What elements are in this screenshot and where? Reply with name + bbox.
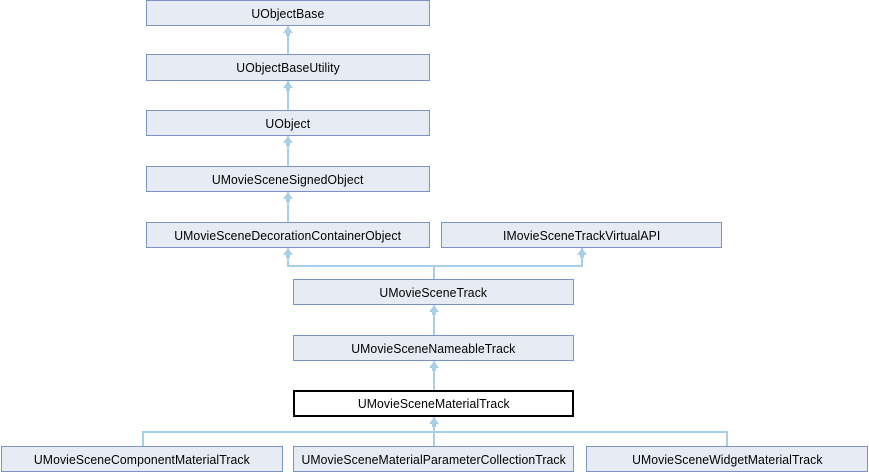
- class-node-label: IMovieSceneTrackVirtualAPI: [502, 227, 661, 243]
- class-node-umoviescenematerialtrack-current[interactable]: UMovieSceneMaterialTrack: [293, 390, 574, 417]
- edge-nameabletrack-to-track: [433, 305, 435, 335]
- arrowhead-track: [429, 305, 439, 312]
- edge-track-crossbar: [287, 265, 583, 267]
- edge-track-drop: [433, 265, 435, 279]
- class-node-umoviescenecomponentmaterialtrack[interactable]: UMovieSceneComponentMaterialTrack: [1, 446, 283, 472]
- edge-decorationcontainer-to-signedobject: [287, 192, 289, 222]
- class-node-label: UMovieSceneWidgetMaterialTrack: [631, 451, 823, 467]
- class-node-label: UObject: [265, 115, 311, 131]
- edge-track-riser-right: [581, 248, 583, 266]
- arrowhead-nameabletrack: [429, 361, 439, 368]
- class-node-label: UObjectBaseUtility: [236, 60, 340, 75]
- class-node-uobjectbase[interactable]: UObjectBase: [146, 0, 430, 26]
- edge-track-riser-left: [287, 248, 289, 266]
- arrowstem-signedobject: [286, 198, 290, 202]
- arrowstem-track: [432, 311, 436, 315]
- class-node-label: UMovieSceneMaterialParameterCollectionTr…: [301, 451, 566, 467]
- edge-uobjectbaseutility-to-uobjectbase: [287, 26, 289, 54]
- class-node-label: UMovieSceneNameableTrack: [351, 340, 516, 356]
- class-node-label: UMovieSceneTrack: [379, 284, 488, 300]
- class-node-imoviescenetrackvirtualapi[interactable]: IMovieSceneTrackVirtualAPI: [441, 222, 722, 248]
- edge-materialtrack-to-nameabletrack: [433, 361, 435, 390]
- edge-signedobject-to-uobject: [287, 136, 289, 166]
- class-node-umoviescenetrack[interactable]: UMovieSceneTrack: [293, 279, 574, 305]
- edge-subclass-drop-right: [726, 431, 728, 446]
- arrowstem-uobjectbase: [286, 32, 290, 36]
- class-node-umoviescenematerialparametercollectiontrack[interactable]: UMovieSceneMaterialParameterCollectionTr…: [293, 446, 574, 472]
- edge-uobject-to-uobjectbaseutility: [287, 81, 289, 110]
- arrowhead-signedobject: [283, 192, 293, 199]
- class-node-umoviescenewidgetmaterialtrack[interactable]: UMovieSceneWidgetMaterialTrack: [586, 446, 868, 472]
- class-node-label: UMovieSceneComponentMaterialTrack: [34, 451, 250, 467]
- class-node-uobjectbaseutility[interactable]: UObjectBaseUtility: [146, 54, 430, 81]
- class-node-label: UObjectBase: [251, 5, 325, 21]
- arrowhead-uobject: [283, 136, 293, 143]
- arrowhead-uobjectbaseutility: [283, 81, 293, 88]
- edge-subclass-drop-left: [142, 431, 144, 446]
- arrowstem-uobjectbaseutility: [286, 87, 290, 91]
- class-node-umoviescenedecorationcontainerobject[interactable]: UMovieSceneDecorationContainerObject: [146, 222, 430, 248]
- arrowhead-uobjectbase: [283, 26, 293, 33]
- class-node-label: UMovieSceneMaterialTrack: [357, 396, 510, 411]
- class-node-umoviescenesignedobject[interactable]: UMovieSceneSignedObject: [146, 166, 430, 192]
- class-node-uobject[interactable]: UObject: [146, 110, 430, 136]
- class-node-label: UMovieSceneSignedObject: [212, 171, 364, 187]
- arrowstem-uobject: [286, 142, 290, 146]
- class-node-label: UMovieSceneDecorationContainerObject: [174, 227, 402, 243]
- class-node-umoviescenenameabletrack[interactable]: UMovieSceneNameableTrack: [293, 335, 574, 361]
- arrowstem-nameabletrack: [432, 367, 436, 371]
- edge-subclass-crossbar: [142, 431, 728, 433]
